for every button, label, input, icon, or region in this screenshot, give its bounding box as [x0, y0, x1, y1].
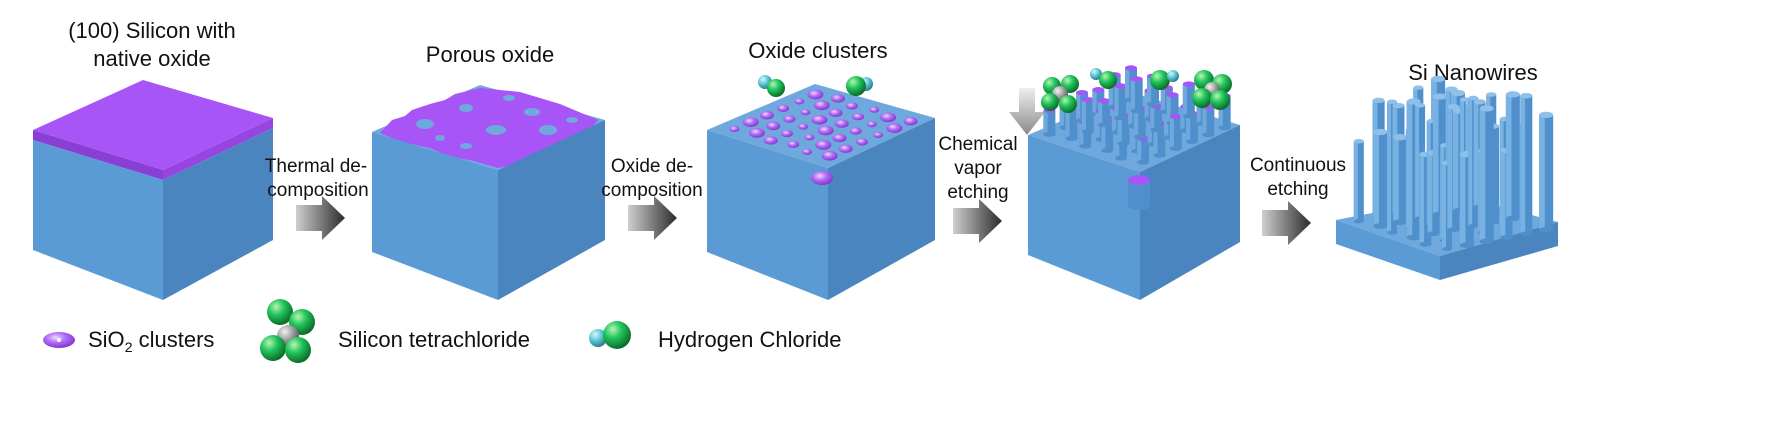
- arrow-3: [953, 199, 1002, 243]
- etched-pillar: [1130, 76, 1143, 114]
- oxide-dome: [748, 128, 765, 138]
- hcl-molecule: [846, 76, 873, 96]
- legend-hcl-label: Hydrogen Chloride: [658, 327, 841, 352]
- legend-hcl-icon: [589, 321, 631, 349]
- stage-1-title-line2: native oxide: [93, 46, 210, 71]
- oxide-dome: [852, 113, 865, 121]
- nanowire: [1373, 128, 1388, 229]
- hcl-molecule: [1090, 68, 1117, 89]
- stage-5-block: [1336, 75, 1558, 280]
- etched-pillar: [1114, 83, 1127, 121]
- oxide-dome: [802, 148, 813, 155]
- oxide-dome: [903, 117, 918, 126]
- oxide-dome: [845, 102, 858, 110]
- stage-4-block: [1028, 65, 1240, 300]
- oxide-dome: [807, 89, 824, 100]
- etched-pillar: [1169, 113, 1182, 151]
- oxide-dome: [817, 125, 834, 136]
- etched-pillar: [1043, 107, 1056, 137]
- oxide-dome: [821, 150, 838, 161]
- sicl4-molecule: [1041, 75, 1079, 113]
- legend-sio2-icon: [43, 332, 75, 348]
- step-1-line1: Thermal de-: [265, 156, 367, 177]
- stage-1-title-line1: (100) Silicon with: [68, 18, 236, 43]
- step-4-line1: Continuous: [1250, 155, 1346, 176]
- stage-2-block: [372, 85, 605, 300]
- step-3-line2: vapor: [954, 158, 1002, 179]
- stage-3-block: [707, 84, 935, 300]
- nanowire: [1468, 95, 1479, 228]
- oxide-dome: [777, 104, 790, 112]
- nanowire: [1393, 134, 1408, 225]
- etched-pillar: [1081, 97, 1094, 135]
- nanowire: [1387, 99, 1398, 235]
- oxide-dome: [869, 106, 880, 113]
- oxide-dome: [729, 126, 740, 133]
- oxide-dome: [794, 98, 805, 105]
- step-2-line2: composition: [601, 180, 702, 201]
- oxide-dome: [742, 117, 759, 127]
- oxide-dome: [813, 100, 830, 111]
- arrow-2: [628, 196, 677, 240]
- legend-sicl4-icon: [260, 299, 315, 363]
- etched-pillar: [1128, 175, 1150, 210]
- oxide-dome: [811, 114, 828, 125]
- oxide-dome: [830, 94, 845, 103]
- oxide-dome: [880, 112, 897, 123]
- etched-pillar: [1137, 135, 1150, 165]
- oxide-dome: [873, 132, 884, 138]
- etched-pillar: [1182, 81, 1195, 119]
- oxide-dome: [838, 144, 853, 153]
- oxide-dome: [766, 121, 781, 131]
- oxide-dome: [866, 121, 877, 128]
- oxide-dome: [804, 134, 815, 141]
- oxide-dome: [783, 115, 796, 123]
- oxide-dome: [759, 111, 774, 120]
- stage-2-title: Porous oxide: [426, 42, 554, 67]
- oxide-dome: [855, 138, 868, 146]
- hcl-molecule: [1150, 70, 1179, 90]
- step-1-line2: composition: [267, 180, 368, 201]
- etched-pillar: [1202, 104, 1215, 138]
- stage-3-title: Oxide clusters: [748, 38, 887, 63]
- legend-sicl4-label: Silicon tetrachloride: [338, 327, 530, 352]
- etched-pillars: [1043, 65, 1231, 210]
- oxide-dome: [834, 119, 849, 128]
- oxide-dome: [849, 127, 862, 135]
- oxide-dome: [886, 123, 903, 133]
- oxide-dome: [815, 140, 832, 150]
- oxide-dome: [780, 129, 793, 138]
- oxide-dome: [832, 133, 847, 143]
- step-3-line1: Chemical: [938, 134, 1017, 155]
- nanowire: [1520, 92, 1533, 237]
- nanowires: [1353, 75, 1554, 252]
- oxide-dome: [798, 123, 809, 130]
- nanowire: [1479, 105, 1494, 245]
- oxide-dome: [763, 136, 778, 145]
- oxide-dome: [800, 109, 811, 116]
- down-arrow: [1009, 88, 1045, 135]
- stage-1-block: [33, 80, 273, 300]
- arrow-1: [296, 196, 345, 240]
- legend-sio2-label: SiO2 clusters: [88, 327, 214, 355]
- oxide-dome: [811, 171, 833, 185]
- nanowire: [1353, 138, 1364, 224]
- sicl4-molecule: [1192, 70, 1232, 110]
- stage-5-title: Si Nanowires: [1408, 60, 1538, 85]
- oxide-cluster-domes: [729, 89, 918, 185]
- hcl-molecule: [758, 75, 785, 97]
- step-4-line2: etching: [1267, 179, 1328, 200]
- etched-pillar: [1150, 103, 1163, 133]
- legend: SiO2 clusters Silicon tetrachloride Hydr…: [43, 299, 841, 363]
- nanowire: [1505, 91, 1520, 222]
- arrow-4: [1262, 201, 1311, 245]
- step-2-line1: Oxide de-: [611, 156, 693, 177]
- nanowire: [1539, 111, 1554, 233]
- step-3-line3: etching: [947, 182, 1008, 203]
- etched-pillar: [1098, 98, 1111, 128]
- oxide-dome: [828, 108, 843, 118]
- oxide-dome: [787, 140, 800, 148]
